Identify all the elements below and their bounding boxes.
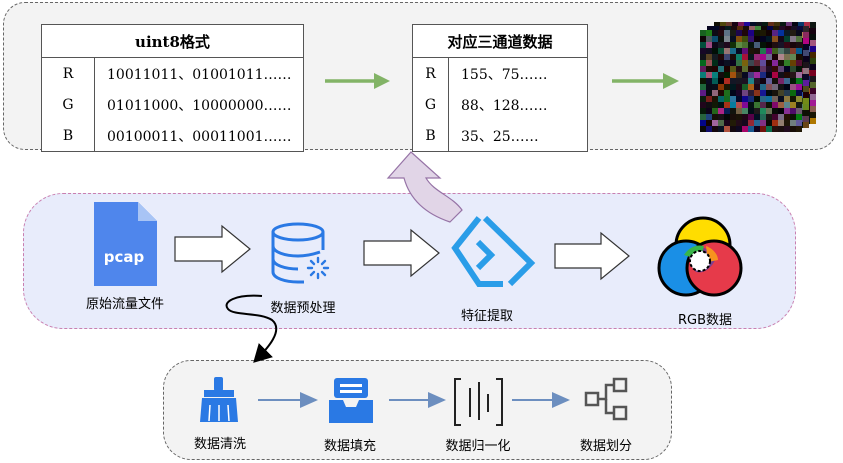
clean-step-label: 数据清洗 <box>193 437 246 452</box>
pcap-file-icon <box>94 202 157 286</box>
preprocess-label: 数据预处理 <box>270 301 336 316</box>
raw-file-label: 原始流量文件 <box>85 297 164 312</box>
feature-extraction-icon <box>451 215 536 287</box>
block-arrow-3 <box>554 231 630 281</box>
block-arrow-2 <box>363 228 440 278</box>
preprocess-detail-arrow <box>225 294 278 363</box>
feature-extraction-label: 特征提取 <box>460 309 513 324</box>
rgb-circles-icon <box>657 216 743 297</box>
feature-to-table-arrow <box>386 151 463 223</box>
split-step-label: 数据划分 <box>579 439 632 454</box>
broom-icon <box>200 377 238 422</box>
channel-value: 35、25…… <box>448 120 588 152</box>
channel-label: B <box>412 120 449 152</box>
block-arrow-1 <box>174 224 251 274</box>
channel-value: 155、75…… <box>448 57 588 89</box>
loading-spinner-icon <box>306 256 330 280</box>
rgb-image-thumbnail <box>700 22 816 132</box>
inbox-tray-icon <box>329 378 373 423</box>
channel-value: 88、128…… <box>448 89 588 120</box>
channel-label: G <box>41 89 95 120</box>
channel-label: R <box>41 57 95 89</box>
three-channel-table-header: 对应三通道数据 <box>412 24 588 58</box>
preprocess-steps-panel <box>163 360 672 460</box>
rgb-data-label: RGB数据 <box>677 313 733 328</box>
green-arrow-2 <box>612 73 679 89</box>
uint8-table-header: uint8格式 <box>41 24 304 58</box>
channel-value: 01011000、10000000…… <box>94 89 304 120</box>
fill-step-label: 数据填充 <box>323 439 376 454</box>
channel-value: 10011011、01001011…… <box>94 57 304 89</box>
hierarchy-split-icon <box>584 377 628 421</box>
channel-label: G <box>412 89 449 120</box>
normalize-brackets-icon <box>454 378 503 426</box>
channel-value: 00100011、00011001…… <box>94 120 304 152</box>
database-icon <box>271 222 325 284</box>
pcap-icon-text: pcap <box>103 248 145 266</box>
normalize-step-label: 数据归一化 <box>445 439 511 454</box>
green-arrow-1 <box>325 73 390 89</box>
